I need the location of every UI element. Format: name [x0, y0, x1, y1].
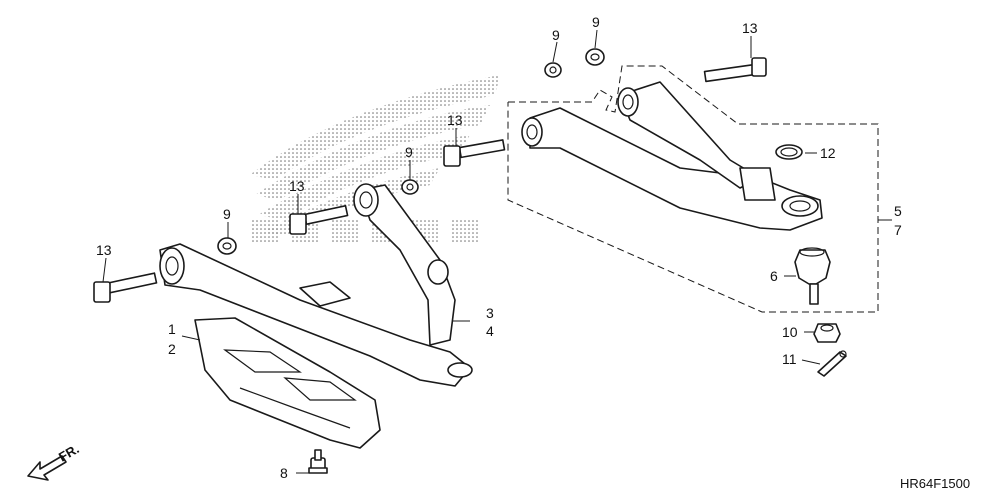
callout-11: 11 [782, 351, 797, 367]
callout-10: 10 [782, 324, 798, 340]
front-direction-arrow-icon [27, 455, 67, 481]
bolt-lower-middle [289, 204, 349, 235]
castle-nut [813, 323, 841, 343]
callout-5: 5 [894, 203, 902, 219]
nut-lower [217, 237, 237, 255]
callout-3: 3 [486, 305, 494, 321]
honda-logo-watermark [250, 75, 500, 242]
bolt-upper-left [443, 139, 506, 167]
upper-arm-assembly-outline [507, 65, 879, 313]
callout-6: 6 [770, 268, 778, 284]
callout-13: 13 [96, 242, 112, 258]
callout-7: 7 [894, 222, 902, 238]
callout-13: 13 [289, 178, 305, 194]
callout-12: 12 [820, 145, 836, 161]
circlip [775, 144, 803, 160]
callout-9: 9 [223, 206, 231, 222]
bolt-upper-right [703, 57, 767, 83]
diagram-code: HR64F1500 [900, 476, 970, 491]
callout-9: 9 [552, 27, 560, 43]
nut-middle [401, 179, 419, 195]
skid-plate-bolt [308, 449, 328, 474]
cotter-pin [817, 350, 847, 377]
honda-wordmark-watermark [250, 218, 480, 242]
callout-8: 8 [280, 465, 288, 481]
callout-4: 4 [486, 323, 494, 339]
upper-arm [521, 81, 823, 231]
lower-arm [159, 183, 473, 387]
ball-joint [794, 247, 831, 305]
callout-13: 13 [447, 112, 463, 128]
bolt-lower-left [93, 272, 158, 303]
callout-2: 2 [168, 341, 176, 357]
leader-lines [102, 29, 892, 474]
callout-1: 1 [168, 321, 176, 337]
skid-plate [194, 317, 381, 449]
nut-top-right [585, 48, 605, 66]
callout-9: 9 [405, 144, 413, 160]
callout-9: 9 [592, 14, 600, 30]
callout-13: 13 [742, 20, 758, 36]
nut-top-left [544, 62, 562, 78]
